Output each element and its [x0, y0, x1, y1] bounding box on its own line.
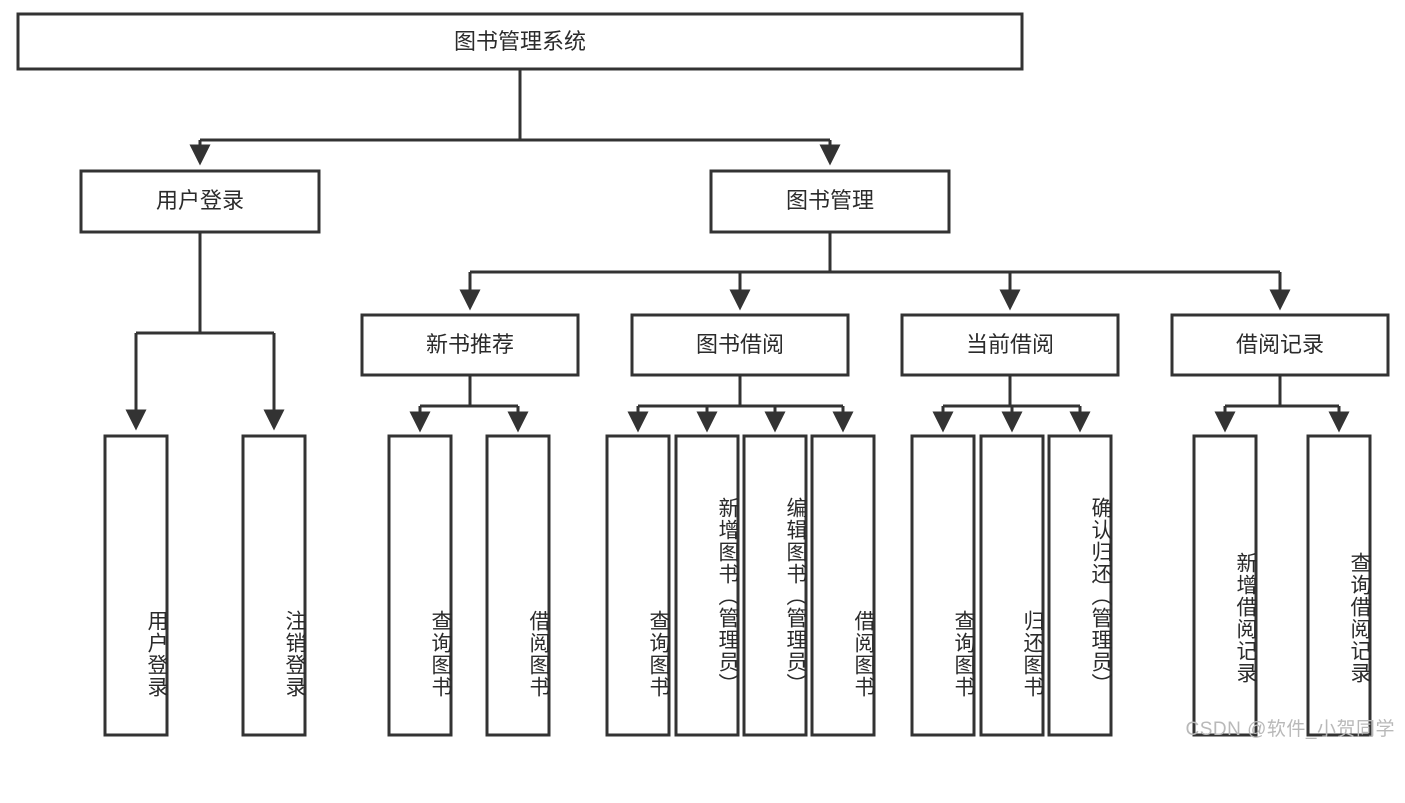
node-label-current-borrow: 当前借阅 — [966, 332, 1054, 357]
node-box-leaf-query-book-borrow[interactable] — [605, 434, 671, 737]
node-box-leaf-borrow-book-rec[interactable] — [485, 434, 551, 737]
csdn-watermark: CSDN @软件_小贺同学 — [1185, 719, 1395, 740]
node-label-user-login: 用户登录 — [156, 188, 244, 213]
node-box-new-book-recommend[interactable] — [360, 313, 580, 377]
node-box-leaf-return-book[interactable] — [979, 434, 1045, 737]
node-box-leaf-user-login[interactable] — [103, 434, 169, 737]
node-label-book-management: 图书管理 — [786, 188, 874, 213]
node-label-book-borrow: 图书借阅 — [696, 332, 784, 357]
node-box-user-login[interactable] — [79, 169, 321, 234]
node-label-borrow-record: 借阅记录 — [1236, 332, 1324, 357]
connectors-group — [125, 69, 1350, 433]
node-box-leaf-logout-login[interactable] — [241, 434, 307, 737]
node-label-new-book-recommend: 新书推荐 — [426, 332, 514, 357]
node-box-current-borrow[interactable] — [900, 313, 1120, 377]
node-box-borrow-record[interactable] — [1170, 313, 1390, 377]
node-box-leaf-confirm-return-admin[interactable] — [1047, 434, 1113, 737]
node-box-leaf-add-borrow-record[interactable] — [1192, 434, 1258, 737]
node-box-leaf-query-book-current[interactable] — [910, 434, 976, 737]
node-box-root[interactable] — [16, 12, 1024, 71]
node-box-leaf-query-book-rec[interactable] — [387, 434, 453, 737]
flowchart-canvas: 图书管理系统 用户登录 图书管理 新书推荐 图书借阅 当前借阅 借阅记录 — [16, 12, 1395, 740]
nodes-group: 图书管理系统 用户登录 图书管理 新书推荐 图书借阅 当前借阅 借阅记录 — [16, 12, 1390, 737]
node-box-leaf-borrow-book[interactable] — [810, 434, 876, 737]
node-box-book-borrow[interactable] — [630, 313, 850, 377]
node-box-leaf-edit-book-admin[interactable] — [742, 434, 808, 737]
node-box-leaf-add-book-admin[interactable] — [674, 434, 740, 737]
node-box-leaf-query-borrow-record[interactable] — [1306, 434, 1372, 737]
node-box-book-management[interactable] — [709, 169, 951, 234]
node-label-root: 图书管理系统 — [454, 29, 586, 54]
flowchart-svg: 图书管理系统 用户登录 图书管理 新书推荐 图书借阅 当前借阅 借阅记录 — [16, 12, 1390, 737]
